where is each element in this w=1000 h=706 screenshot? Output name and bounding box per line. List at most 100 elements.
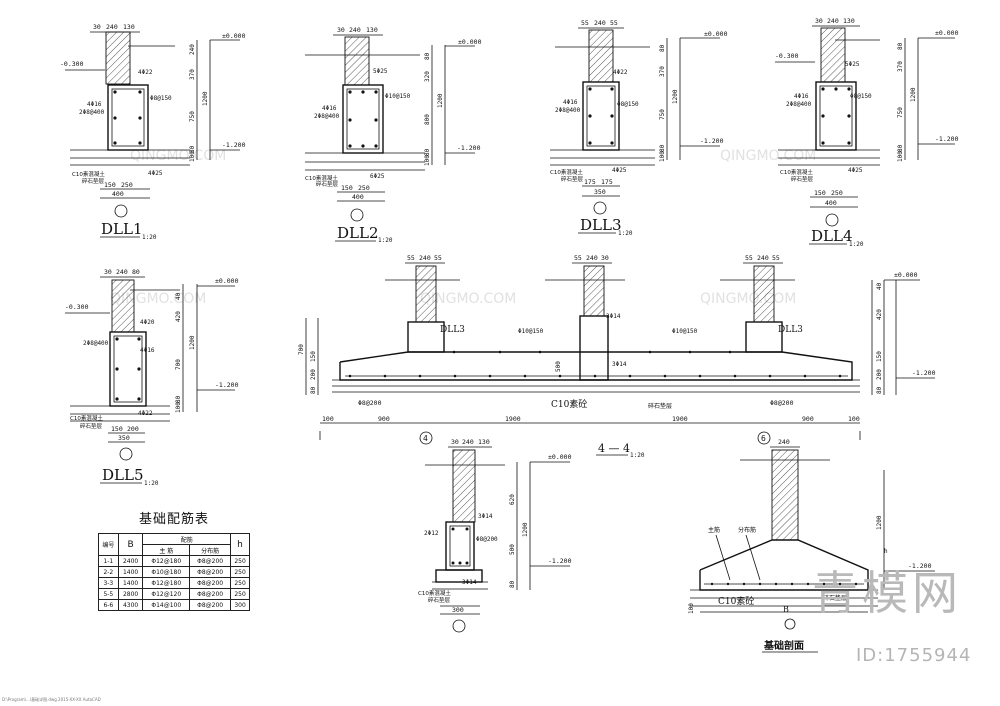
cell-no: 3-3 <box>98 577 119 589</box>
dll4-elev-bottom: -1.200 <box>935 135 959 143</box>
fs-dist-bar: 分布筋 <box>738 526 756 534</box>
dll4-rebar-top: 5Φ25 <box>845 61 860 68</box>
cell-h: 250 <box>230 577 250 589</box>
dll3-section: 55 240 55 4Φ22 4Φ16 2Φ8@400 Φ8@150 4Φ25 … <box>550 19 728 237</box>
dll2-vdim-1: 80 <box>424 52 431 60</box>
dll5-dim-top-1: 30 <box>104 268 112 276</box>
fs-h-label: h <box>884 548 888 555</box>
dll1-dim-bottom-1: 150 <box>104 181 116 189</box>
s44-vright-2: 420 <box>876 309 883 320</box>
dll5-width: 350 <box>118 434 130 442</box>
dll4-concrete-note: C10素混凝土 <box>780 168 813 176</box>
dll5-scale: 1:20 <box>144 480 159 487</box>
cell-h: 250 <box>230 555 250 567</box>
dll2-dim-top-1: 30 <box>337 26 345 34</box>
s44-top-a2: 240 <box>419 254 431 262</box>
dll5-dim-bottom-1: 150 <box>111 425 123 433</box>
dll5-dim-top-2: 240 <box>116 268 128 276</box>
s44-beam-left-label: DLL3 <box>440 325 465 335</box>
dll3-stirrup-side: 2Φ8@400 <box>555 107 581 114</box>
dll4-dim-top-3: 130 <box>843 17 855 25</box>
dll4-section: 30 240 130 -0.300 5Φ25 4Φ16 2Φ8@400 Φ8@1… <box>775 17 959 248</box>
fs-wall <box>771 449 799 541</box>
rebar-table-title: 基础配筋表 <box>138 512 209 527</box>
dll4-dim-top-1: 30 <box>815 17 823 25</box>
sbm-dim-top-1: 30 <box>451 438 459 446</box>
dll4-gravel-note: 碎石垫层 <box>791 175 814 183</box>
dll1-dim-top-1: 30 <box>93 23 101 31</box>
dll5-vdim-4: 80 <box>175 395 182 403</box>
dll2-scale: 1:20 <box>378 237 393 244</box>
sbm-rebar-left: 2Φ12 <box>424 530 439 537</box>
dll3-wall <box>588 29 614 83</box>
dll5-rebar-bottom: 4Φ22 <box>138 410 153 417</box>
dll2-section: 30 240 130 5Φ25 4Φ16 2Φ8@400 Φ10@150 6Φ2… <box>305 26 482 244</box>
dll3-rebar-top: 4Φ22 <box>613 69 628 76</box>
dll3-vdim-4: 80 <box>659 144 666 152</box>
col-dist-header: 分布筋 <box>189 544 232 556</box>
s44-rebar-mid-top: 3Φ14 <box>606 313 621 320</box>
cell-h: 300 <box>230 599 250 611</box>
col-group-header: 配筋 <box>142 533 232 545</box>
dll4-rebar-bottom: 4Φ25 <box>848 167 863 174</box>
cell-dist: Φ8@200 <box>189 588 232 600</box>
dll2-rebar-top: 5Φ25 <box>373 68 388 75</box>
s44-gravel-note: 碎石垫层 <box>648 402 672 410</box>
dll1-elev-bottom: -1.200 <box>222 141 246 149</box>
s44-scale: 1:20 <box>630 452 645 459</box>
s44-top-a3: 55 <box>434 254 442 262</box>
dll4-vdim-4: 80 <box>897 144 904 152</box>
dll4-dim-bottom-2: 250 <box>831 189 843 197</box>
dll3-vdim-2: 370 <box>659 66 666 77</box>
dll1-concrete-note: C10素混凝土 <box>72 170 105 178</box>
dll3-dim-top-2: 240 <box>594 19 606 27</box>
s44-vleft-1: 700 <box>298 344 305 355</box>
dll4-elev-left: -0.300 <box>775 52 799 60</box>
dll3-vtotal: 1200 <box>672 89 679 104</box>
table-row: 3-3 1400 Φ12@180 Φ8@200 250 <box>98 577 250 589</box>
dll2-dim-bottom-2: 250 <box>358 184 370 192</box>
col-h-header: h <box>230 533 250 556</box>
dll2-gravel-note: 碎石垫层 <box>316 180 339 188</box>
s44-top-b2: 240 <box>586 254 598 262</box>
s44-stirrup-right: Φ10@150 <box>672 328 698 335</box>
dll5-rebar-side: 4Φ16 <box>140 347 155 354</box>
cell-main: Φ10@180 <box>142 566 191 578</box>
cell-b: 2400 <box>117 555 144 567</box>
sbm-elev-top: ±0.000 <box>548 453 572 461</box>
dll4-stirrup-side: 2Φ8@400 <box>786 101 812 108</box>
dll4-rebar-side: 4Φ16 <box>794 93 809 100</box>
dll5-stirrup-side: 2Φ8@400 <box>83 340 109 347</box>
s44-top-a1: 55 <box>407 254 415 262</box>
s44-top-c1: 55 <box>745 254 753 262</box>
dll5-gravel-note: 碎石垫层 <box>80 422 103 430</box>
svg-text:QINGMO.COM: QINGMO.COM <box>420 291 516 307</box>
dll4-vdim-1: 80 <box>897 42 904 50</box>
dll4-dim-bottom-1: 150 <box>814 189 826 197</box>
dll1-width: 400 <box>112 190 124 198</box>
dll1-dim-top-3: 130 <box>123 23 135 31</box>
dll4-elev-top: ±0.000 <box>935 29 959 37</box>
dll3-gravel-note: 碎石垫层 <box>561 175 584 183</box>
s44-hdim-4: 1900 <box>672 415 688 423</box>
dll1-stirrup-right: Φ8@150 <box>150 95 172 102</box>
s44-vleft-2: 150 <box>310 351 317 362</box>
s44-top-c2: 240 <box>757 254 769 262</box>
dll3-elev-top: ±0.000 <box>704 30 728 38</box>
table-row: 1-1 2400 Φ12@180 Φ8@200 250 <box>98 555 250 567</box>
sbm-dim-top-2: 240 <box>462 438 474 446</box>
dll5-elev-left: -0.300 <box>65 303 89 311</box>
s44-hdim-2: 900 <box>378 415 390 423</box>
dll2-label: DLL2 <box>337 224 379 242</box>
s44-concrete-note: C10素砼 <box>551 398 587 410</box>
s44-elev-top: ±0.000 <box>894 271 918 279</box>
svg-text:QINGMO.COM: QINGMO.COM <box>720 148 816 164</box>
dll2-rebar-side: 4Φ16 <box>322 105 337 112</box>
dll2-vdim-3: 800 <box>424 114 431 125</box>
cell-b: 2800 <box>117 588 144 600</box>
dll2-concrete-note: C10素混凝土 <box>305 174 338 182</box>
dll5-dim-top-3: 80 <box>132 268 140 276</box>
s44-rebar-mid-bottom: 3Φ14 <box>612 361 627 368</box>
dll3-vdim-5: 100 <box>659 151 666 162</box>
